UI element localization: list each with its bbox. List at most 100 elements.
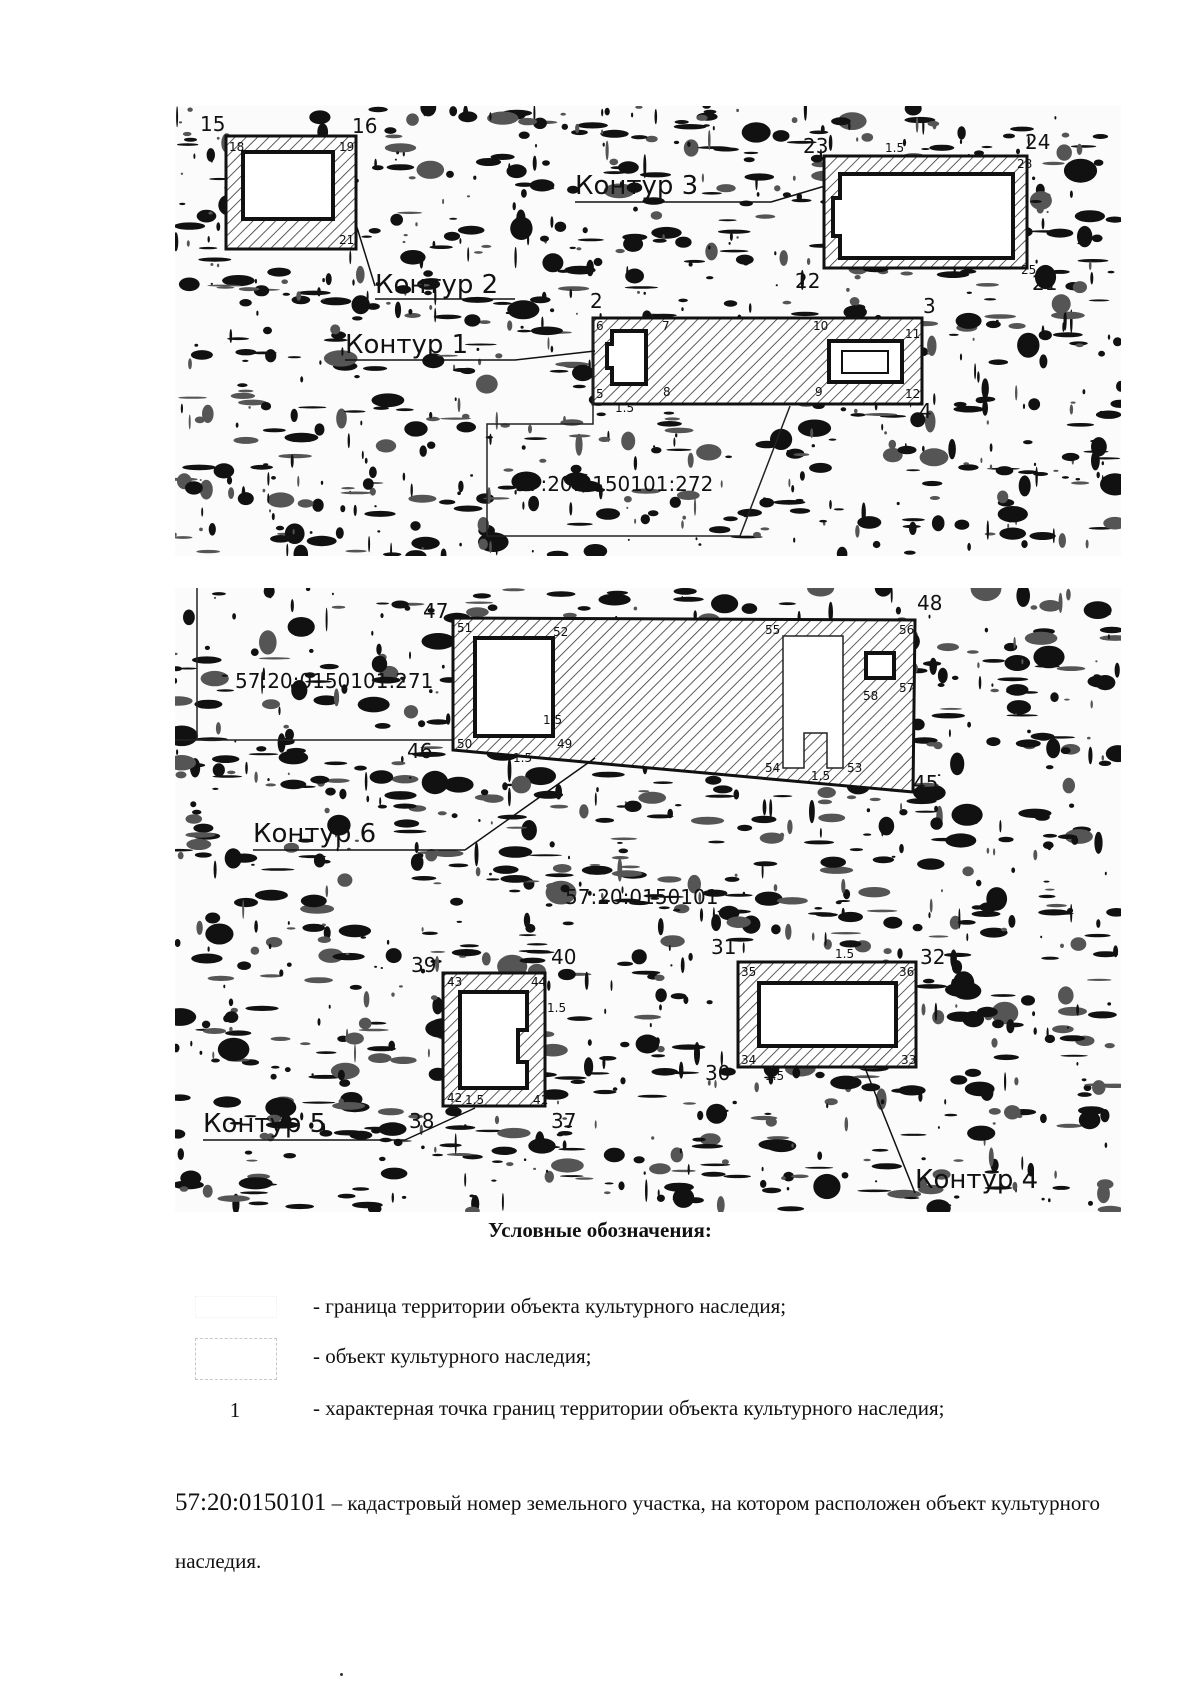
texture-speck [1096,919,1101,928]
texture-speck [349,984,362,990]
texture-speck [724,876,740,882]
point-label: 21 [339,233,354,247]
texture-speck [293,544,309,556]
texture-speck [369,466,377,479]
texture-speck [416,160,445,179]
texture-speck [937,667,948,684]
offset-label: 1.5 [547,1001,566,1015]
point-label: 45 [913,771,938,795]
texture-speck [687,141,691,147]
texture-speck [290,599,294,613]
texture-speck [958,908,961,929]
texture-speck [240,1191,268,1195]
texture-speck [959,353,963,361]
texture-speck [640,514,650,525]
texture-speck [1033,462,1037,466]
texture-speck [617,961,634,966]
texture-speck [604,1008,607,1015]
texture-speck [213,860,217,879]
texture-speck [1041,956,1059,960]
texture-speck [793,453,810,457]
texture-speck [213,463,235,479]
texture-speck [463,1124,467,1128]
texture-speck [708,840,725,844]
texture-speck [772,130,790,142]
texture-speck [603,171,626,175]
texture-speck [575,312,578,315]
texture-speck [759,497,774,508]
texture-speck [376,643,382,655]
texture-speck [263,463,269,466]
offset-label: 1.5 [765,1069,784,1083]
texture-speck [206,148,215,162]
texture-speck [1074,210,1105,223]
texture-speck [986,520,989,540]
texture-speck [360,936,367,939]
texture-speck [717,909,751,914]
texture-speck [304,672,316,678]
texture-speck [287,772,290,776]
texture-speck [974,363,977,380]
texture-speck [446,713,451,725]
texture-speck [182,464,216,471]
texture-speck [728,242,731,245]
texture-speck [421,1145,425,1150]
texture-speck [993,848,996,856]
texture-speck [1033,1027,1037,1035]
point-label: 40 [551,945,576,969]
point-label: 53 [847,761,862,775]
texture-speck [493,865,519,874]
texture-speck [657,876,682,883]
point-label: 44 [531,975,546,989]
texture-speck [371,393,405,408]
texture-speck [1058,1006,1087,1016]
texture-speck [736,108,739,113]
texture-speck [927,120,940,127]
texture-speck [530,326,563,336]
texture-speck [620,181,622,187]
point-label: 31 [711,935,736,959]
texture-speck [1083,450,1109,453]
texture-speck [882,447,903,463]
texture-speck [871,1148,889,1152]
texture-speck [373,406,389,410]
texture-speck [899,843,904,854]
texture-speck [719,249,749,253]
texture-speck [810,154,824,163]
texture-speck [191,953,223,964]
texture-speck [357,696,390,713]
texture-speck [883,948,892,955]
texture-speck [643,291,646,295]
texture-speck [756,192,760,197]
texture-speck [1041,325,1045,338]
texture-speck [1102,1194,1107,1199]
texture-speck [497,485,517,490]
texture-speck [380,967,383,969]
texture-speck [397,211,423,214]
texture-speck [828,601,833,623]
cadastral-note-text: – кадастровый номер земельного участка, … [175,1491,1101,1573]
texture-speck [1107,1002,1112,1006]
texture-speck [696,114,708,121]
texture-speck [364,457,368,464]
texture-speck [409,651,411,660]
texture-speck [674,804,682,807]
texture-speck [643,154,647,179]
texture-speck [705,775,722,785]
texture-speck [207,946,210,952]
texture-speck [517,329,532,333]
texture-speck [810,428,814,438]
texture-speck [268,589,273,599]
texture-speck [1082,389,1086,395]
texture-speck [466,195,471,198]
texture-speck [179,1186,189,1192]
texture-speck [595,817,615,823]
texture-speck [672,908,681,912]
texture-speck [343,410,366,413]
texture-speck [212,763,225,777]
texture-speck [1048,1198,1051,1203]
texture-speck [330,1062,360,1080]
texture-speck [819,519,827,523]
point-label: 7 [662,319,670,333]
texture-speck [528,495,539,512]
